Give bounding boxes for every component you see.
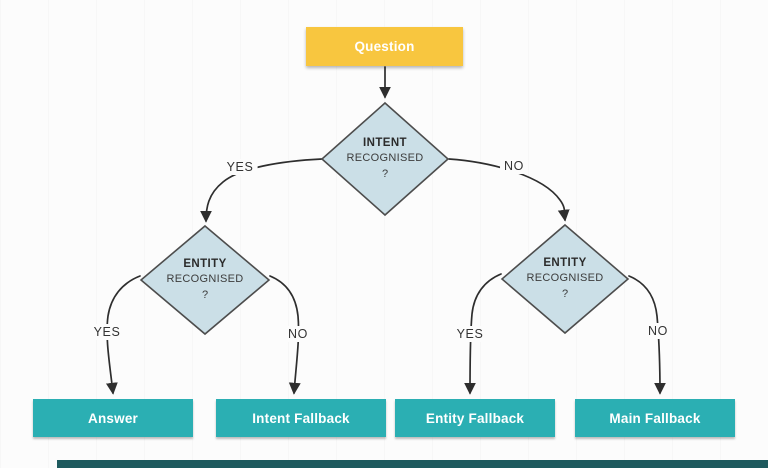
diamond-shape — [321, 102, 449, 216]
decision-question-mark: ? — [561, 288, 569, 301]
decision-question-mark: ? — [381, 168, 389, 181]
diamond-shape — [140, 225, 270, 335]
edge-entity-left-no — [269, 275, 301, 395]
question-node-label: Question — [354, 39, 415, 54]
entity-left-decision-node: ENTITY RECOGNISED ? — [140, 225, 270, 335]
decision-title: ENTITY — [543, 256, 587, 269]
intent-yes-label: YES — [222, 159, 258, 175]
edge-entity-left-yes — [105, 275, 141, 395]
decision-subtitle: RECOGNISED — [166, 273, 244, 286]
answer-node: Answer — [33, 399, 193, 437]
answer-node-label: Answer — [88, 410, 138, 426]
decision-question-mark: ? — [201, 289, 209, 302]
entity-right-decision-node: ENTITY RECOGNISED ? — [501, 224, 629, 334]
edge-entity-right-no — [628, 275, 666, 395]
intent-fallback-node: Intent Fallback — [216, 399, 386, 437]
bottom-edge-bar — [57, 460, 768, 468]
intent-no-label: NO — [500, 158, 528, 174]
entity-left-yes-label: YES — [89, 324, 125, 340]
edge-entity-right-yes — [464, 273, 502, 395]
entity-left-no-label: NO — [284, 326, 312, 342]
decision-title: ENTITY — [183, 257, 227, 270]
edge-intent-no — [448, 158, 570, 222]
entity-right-no-label: NO — [644, 323, 672, 339]
intent-fallback-node-label: Intent Fallback — [252, 410, 350, 426]
edge-intent-yes — [200, 158, 323, 223]
main-fallback-node-label: Main Fallback — [609, 410, 701, 426]
decision-subtitle: RECOGNISED — [526, 272, 604, 285]
decision-title: INTENT — [363, 136, 407, 149]
entity-fallback-node: Entity Fallback — [395, 399, 555, 437]
intent-decision-node: INTENT RECOGNISED ? — [321, 102, 449, 216]
main-fallback-node: Main Fallback — [575, 399, 735, 437]
question-node: Question — [306, 27, 463, 66]
entity-right-yes-label: YES — [452, 326, 488, 342]
decision-subtitle: RECOGNISED — [346, 152, 424, 165]
entity-left-decision-text: ENTITY RECOGNISED ? — [140, 225, 270, 335]
diamond-shape — [501, 224, 629, 334]
entity-fallback-node-label: Entity Fallback — [425, 410, 525, 426]
intent-decision-text: INTENT RECOGNISED ? — [321, 102, 449, 216]
entity-right-decision-text: ENTITY RECOGNISED ? — [501, 224, 629, 334]
